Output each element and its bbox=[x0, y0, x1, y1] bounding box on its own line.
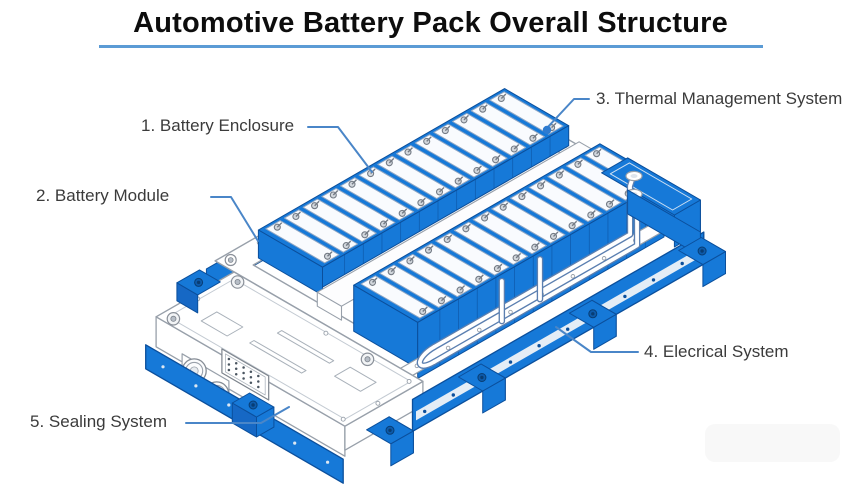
connector bbox=[221, 348, 270, 401]
mounting-lugs bbox=[176, 237, 726, 467]
title-underline bbox=[99, 45, 763, 48]
battery-module-row-rear bbox=[257, 88, 570, 296]
leader-line-2 bbox=[210, 196, 259, 242]
label-thermal-management-system: 3. Thermal Management System bbox=[596, 89, 843, 108]
page-title: Automotive Battery Pack Overall Structur… bbox=[133, 7, 728, 39]
leader-line-5 bbox=[185, 406, 290, 424]
label-sealing-system: 5. Sealing System bbox=[30, 412, 168, 431]
label-electrical-system: 4. Elecrical System bbox=[644, 342, 789, 361]
label-battery-module: 2. Battery Module bbox=[36, 186, 170, 205]
watermark-smudge bbox=[705, 424, 840, 462]
label-battery-enclosure: 1. Battery Enclosure bbox=[141, 116, 295, 135]
leader-line-1 bbox=[307, 126, 373, 173]
leader-line-3 bbox=[545, 98, 590, 130]
leader-lines bbox=[185, 98, 639, 424]
leader-line-4 bbox=[555, 326, 639, 353]
